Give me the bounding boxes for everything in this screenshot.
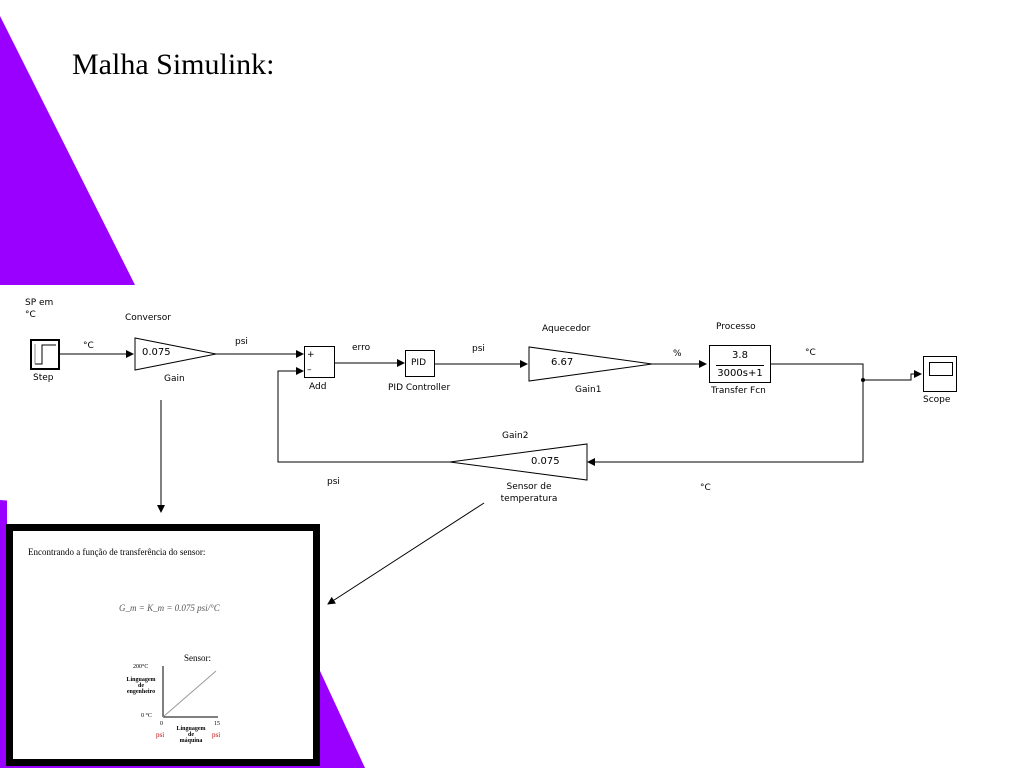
transfer-fcn-block[interactable]: 3.8 3000s+1	[709, 345, 771, 383]
signal-label-tf: °C	[805, 348, 816, 358]
branch-point	[861, 378, 865, 382]
slide-title: Malha Simulink:	[72, 48, 275, 81]
inset-x-unit-right: psi	[212, 731, 221, 739]
tf-denominator: 3000s+1	[717, 368, 763, 379]
gain2-block[interactable]	[449, 443, 588, 481]
inset-y-top: 200°C	[133, 664, 149, 670]
gain2-caption: Sensor de temperatura	[500, 482, 558, 504]
sensor-inset: Encontrando a função de transferência do…	[6, 524, 320, 766]
wire-sensor-add	[277, 367, 450, 463]
gain1-label: Gain1	[575, 385, 602, 395]
wire-feedback-sensor	[587, 380, 864, 466]
simulink-canvas	[7, 285, 1017, 525]
step-label: Step	[33, 373, 54, 383]
inset-x-right: 15	[214, 721, 220, 727]
add-plus-port: +	[307, 350, 315, 360]
gain-label: Gain	[164, 374, 185, 384]
gain2-value: 0.075	[531, 456, 560, 467]
signal-label-feedback-in: °C	[700, 483, 711, 493]
inset-heading: Encontrando a função de transferência do…	[28, 547, 206, 557]
signal-label-add: erro	[352, 343, 371, 353]
pid-block[interactable]: PID	[405, 350, 435, 377]
add-block[interactable]: + –	[304, 346, 335, 378]
inset-x-left: 0	[160, 721, 163, 727]
gain-value: 0.075	[142, 347, 171, 358]
gain-block[interactable]	[134, 337, 217, 371]
add-minus-port: –	[307, 365, 312, 375]
scope-screen-icon	[929, 362, 953, 376]
tf-group-label: Processo	[716, 322, 756, 332]
signal-label-pid: psi	[472, 344, 485, 354]
inset-y-axis-label: Linguagem de engenheiro	[126, 677, 156, 695]
tf-fraction-line	[716, 365, 764, 366]
scope-label: Scope	[923, 395, 951, 405]
inset-y-bottom: 0 °C	[141, 713, 152, 719]
pid-text: PID	[411, 358, 427, 368]
tf-label: Transfer Fcn	[711, 386, 766, 396]
signal-label-gain: psi	[235, 337, 248, 347]
inset-x-unit-left: psi	[156, 731, 165, 739]
tf-numerator: 3.8	[732, 350, 748, 361]
signal-label-gain1: %	[673, 349, 682, 359]
arrow-sensor-to-inset	[327, 502, 485, 605]
gain1-value: 6.67	[551, 357, 574, 368]
step-block[interactable]	[30, 339, 60, 370]
gain1-block[interactable]	[528, 346, 653, 382]
gain2-label: Gain2	[502, 431, 529, 441]
inset-x-axis-label: Linguagem de máquina	[176, 726, 206, 744]
gain-group-label: Conversor	[125, 313, 171, 323]
wire-tf-scope	[771, 363, 922, 381]
step-annotation: SP em °C	[25, 298, 54, 320]
signal-label-step: °C	[83, 341, 94, 351]
scope-block[interactable]	[923, 356, 957, 392]
pid-label: PID Controller	[388, 383, 451, 393]
signal-label-feedback-out: psi	[327, 477, 340, 487]
add-label: Add	[309, 382, 327, 392]
step-icon	[34, 344, 56, 365]
inset-sensor-graph	[162, 666, 218, 718]
purple-triangle	[0, 16, 135, 285]
gain1-group-label: Aquecedor	[542, 324, 591, 334]
inset-sensor-title: Sensor:	[184, 653, 211, 663]
inset-equation: G_m = K_m = 0.075 psi/°C	[119, 603, 220, 613]
